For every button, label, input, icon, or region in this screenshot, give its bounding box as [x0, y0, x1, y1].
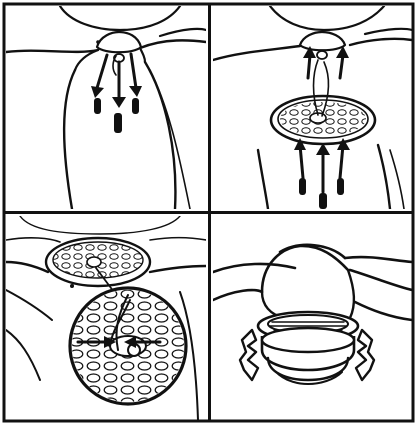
- light-kit-plate: [271, 60, 375, 144]
- panel-3-connect-wires: [6, 216, 206, 420]
- glass-shade: [262, 328, 354, 384]
- light-kit-plate: [46, 238, 150, 288]
- magnifier-circle: [70, 288, 190, 408]
- panel-4-attach-shade: [213, 245, 412, 384]
- panel-2-mount-plate: [213, 6, 412, 209]
- panel-1-remove-screws: [6, 6, 206, 209]
